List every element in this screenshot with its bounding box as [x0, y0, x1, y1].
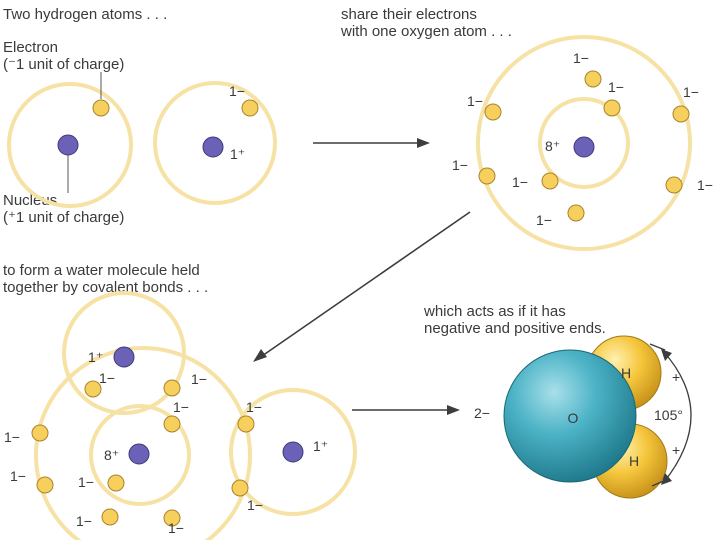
oxygen-nucleus-charge: 8⁺	[545, 138, 560, 154]
bond-angle-arrow-bottom	[661, 473, 672, 485]
water-electron-charge: 1−	[247, 497, 263, 513]
caption-two-hydrogen-atoms: Two hydrogen atoms . . .	[3, 6, 168, 23]
bond-angle-label: 105°	[654, 407, 683, 423]
water-electron	[163, 379, 181, 397]
water-electron	[84, 380, 102, 398]
water-electron-charge: 1−	[246, 399, 262, 415]
oxygen-electron-charge: 1−	[608, 79, 624, 95]
nucleus-callout-detail: (⁺1 unit of charge)	[3, 209, 125, 226]
negative-end-charge: 2−	[474, 405, 490, 421]
caption-form-water-line1: to form a water molecule held	[3, 262, 200, 279]
hydrogen-sphere-label-top: H	[621, 365, 631, 381]
caption-polar-ends-line1: which acts as if it has	[424, 303, 566, 320]
water-electron-charge: 1−	[10, 468, 26, 484]
hydrogen-electron-charge-right: 1−	[229, 83, 245, 99]
water-electron	[163, 415, 181, 433]
oxygen-electron-charge: 1−	[683, 84, 699, 100]
caption-share-electrons: share their electrons with one oxygen at…	[341, 6, 512, 40]
water-hydrogen-nucleus-charge-top: 1⁺	[88, 349, 103, 365]
oxygen-electron-charge: 1−	[536, 212, 552, 228]
oxygen-electron	[484, 103, 502, 121]
oxygen-electron-charge: 1−	[467, 93, 483, 109]
oxygen-inner-shell	[538, 97, 630, 189]
oxygen-electron	[584, 70, 602, 88]
bond-angle-tick-top	[649, 343, 666, 351]
oxygen-electron-charge: 1−	[697, 177, 713, 193]
arrow-to-oxygen	[313, 138, 430, 148]
bond-angle-tick-bottom	[651, 479, 667, 487]
bond-angle-arc	[663, 351, 692, 483]
water-hydrogen-nucleus-top	[113, 346, 135, 368]
hydrogen-nucleus-right	[202, 136, 224, 158]
positive-end-charge-top: +	[672, 369, 680, 385]
water-hydrogen-nucleus-right	[282, 441, 304, 463]
hydrogen-atom-right: 1⁺ 1−	[153, 81, 277, 205]
water-electron-charge: 1−	[4, 429, 20, 445]
hydrogen-nucleus-left	[57, 134, 79, 156]
water-hydrogen-shell-right	[229, 388, 357, 516]
water-oxygen-nucleus-charge: 8⁺	[104, 447, 119, 463]
electron-callout-title: Electron	[3, 39, 59, 56]
caption-form-water-molecule: to form a water molecule held together b…	[3, 262, 208, 296]
water-electron-charge: 1−	[78, 474, 94, 490]
water-electron-charge: 1−	[76, 513, 92, 529]
arrow-to-polar-model	[352, 405, 460, 415]
caption-share-electrons-line1: share their electrons	[341, 6, 477, 23]
oxygen-electron	[603, 99, 621, 117]
water-oxygen-nucleus	[128, 443, 150, 465]
water-electron-charge: 1−	[191, 371, 207, 387]
oxygen-electron	[541, 172, 559, 190]
oxygen-electron	[665, 176, 683, 194]
water-electron	[237, 415, 255, 433]
oxygen-nucleus	[573, 136, 595, 158]
water-oxygen-outer-shell	[34, 346, 252, 540]
water-oxygen-inner-shell	[89, 404, 191, 506]
water-electron-charge: 1−	[99, 370, 115, 386]
caption-polar-ends: which acts as if it has negative and pos…	[424, 303, 606, 337]
water-hydrogen-shell-top	[62, 291, 186, 415]
oxygen-atom: 8⁺ 1− 1− 1− 1− 1− 1− 1− 1−	[452, 35, 713, 251]
water-electron-charge: 1−	[168, 520, 184, 536]
oxygen-sphere	[503, 349, 637, 483]
nucleus-callout: Nucleus (⁺1 unit of charge)	[3, 192, 124, 226]
water-electron	[101, 508, 119, 526]
hydrogen-nucleus-charge-right: 1⁺	[230, 146, 245, 162]
caption-polar-ends-line2: negative and positive ends.	[424, 320, 606, 337]
bond-angle-arrow-top	[661, 349, 672, 361]
nucleus-callout-title: Nucleus	[3, 192, 58, 209]
hydrogen-electron-right	[241, 99, 259, 117]
oxygen-electron	[567, 204, 585, 222]
water-electron	[31, 424, 49, 442]
positive-end-charge-bottom: +	[672, 442, 680, 458]
hydrogen-electron-left	[92, 99, 110, 117]
water-electron-charge: 1−	[173, 399, 189, 415]
hydrogen-shell-left	[7, 82, 133, 208]
hydrogen-sphere-label-bottom: H	[629, 453, 639, 469]
water-molecule-shells: 1⁺ 8⁺ 1⁺ 1− 1− 1− 1− 1− 1− 1− 1− 1− 1−	[4, 291, 357, 540]
caption-share-electrons-line2: with one oxygen atom . . .	[341, 23, 512, 40]
water-electron	[231, 479, 249, 497]
oxygen-electron-charge: 1−	[452, 157, 468, 173]
water-electron	[36, 476, 54, 494]
oxygen-electron	[672, 105, 690, 123]
electron-callout-detail: (⁻1 unit of charge)	[3, 56, 125, 73]
oxygen-electron	[478, 167, 496, 185]
oxygen-outer-shell	[476, 35, 692, 251]
oxygen-electron-charge: 1−	[573, 50, 589, 66]
polar-water-model: O H H 2− + + 105°	[474, 335, 692, 499]
arrow-to-water-molecule	[253, 211, 471, 362]
water-hydrogen-nucleus-charge-right: 1⁺	[313, 438, 328, 454]
oxygen-sphere-label: O	[568, 410, 579, 426]
hydrogen-shell-right	[153, 81, 277, 205]
caption-form-water-line2: together by covalent bonds . . .	[3, 279, 209, 296]
electron-callout: Electron (⁻1 unit of charge)	[3, 39, 124, 73]
water-electron	[163, 509, 181, 527]
oxygen-electron-charge: 1−	[512, 174, 528, 190]
hydrogen-atom-left	[7, 82, 133, 208]
water-electron	[107, 474, 125, 492]
